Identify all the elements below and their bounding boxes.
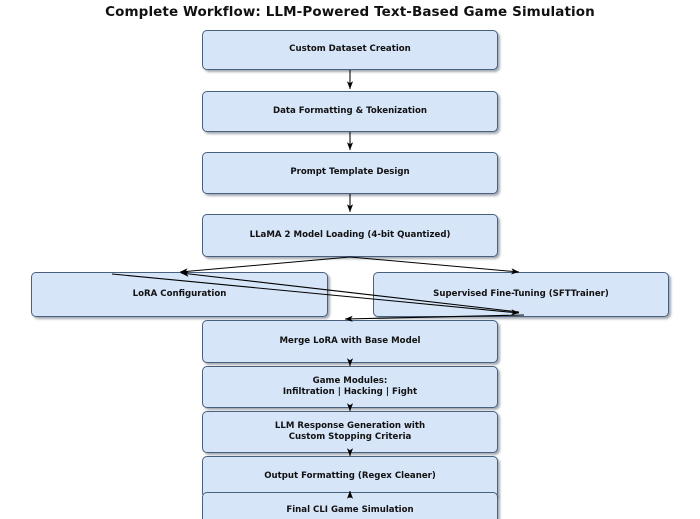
node-llama[interactable]: LLaMA 2 Model Loading (4-bit Quantized) bbox=[202, 214, 498, 257]
node-sft-label: Supervised Fine-Tuning (SFTTrainer) bbox=[433, 288, 609, 299]
node-response-label: LLM Response Generation with Custom Stop… bbox=[274, 420, 426, 443]
node-modules-label: Game Modules: Infiltration | Hacking | F… bbox=[282, 375, 418, 398]
edge-llama-to-sft bbox=[349, 256, 520, 275]
node-dataset[interactable]: Custom Dataset Creation bbox=[202, 30, 498, 70]
page-title: Complete Workflow: LLM-Powered Text-Base… bbox=[105, 4, 595, 20]
node-final[interactable]: Final CLI Game Simulation bbox=[202, 492, 498, 519]
node-format[interactable]: Data Formatting & Tokenization bbox=[202, 91, 498, 132]
node-format-label: Data Formatting & Tokenization bbox=[272, 105, 428, 116]
node-response[interactable]: LLM Response Generation with Custom Stop… bbox=[202, 411, 498, 453]
node-llama-label: LLaMA 2 Model Loading (4-bit Quantized) bbox=[249, 229, 451, 240]
node-modules[interactable]: Game Modules: Infiltration | Hacking | F… bbox=[202, 366, 498, 408]
edge-llama-to-lora bbox=[179, 256, 351, 275]
node-dataset-label: Custom Dataset Creation bbox=[289, 44, 411, 55]
node-sft[interactable]: Supervised Fine-Tuning (SFTTrainer) bbox=[373, 272, 669, 317]
node-final-label: Final CLI Game Simulation bbox=[286, 505, 414, 515]
node-merge-label: Merge LoRA with Base Model bbox=[279, 335, 421, 346]
node-prompt-label: Prompt Template Design bbox=[290, 167, 410, 178]
node-output-label: Output Formatting (Regex Cleaner) bbox=[264, 471, 436, 482]
node-lora[interactable]: LoRA Configuration bbox=[31, 272, 328, 317]
node-prompt[interactable]: Prompt Template Design bbox=[202, 152, 498, 194]
node-merge[interactable]: Merge LoRA with Base Model bbox=[202, 320, 498, 363]
node-lora-label: LoRA Configuration bbox=[132, 288, 227, 299]
